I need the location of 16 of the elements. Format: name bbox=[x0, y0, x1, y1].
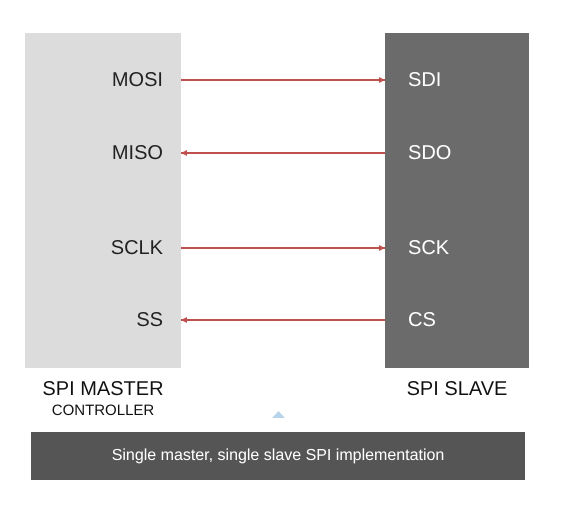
panel-heading: SPI MASTER bbox=[42, 377, 164, 402]
pin-label: SDO bbox=[408, 143, 452, 163]
pin-label: MOSI bbox=[112, 70, 163, 90]
panel-heading: SPI SLAVE bbox=[406, 377, 508, 402]
caption-bar: Single master, single slave SPI implementation bbox=[31, 432, 525, 480]
pin-label: MISO bbox=[112, 143, 163, 163]
panel-subheading: CONTROLLER bbox=[52, 402, 154, 420]
pin-label: SCK bbox=[408, 238, 450, 258]
pin-label: SDI bbox=[408, 70, 442, 90]
pin-label: CS bbox=[408, 310, 436, 330]
signal-arrow bbox=[181, 77, 385, 83]
pin-label: SCLK bbox=[110, 238, 163, 258]
pin-label: SS bbox=[136, 310, 163, 330]
signal-arrow bbox=[181, 317, 385, 323]
signal-arrow bbox=[181, 245, 385, 251]
signal-arrow bbox=[181, 150, 385, 156]
